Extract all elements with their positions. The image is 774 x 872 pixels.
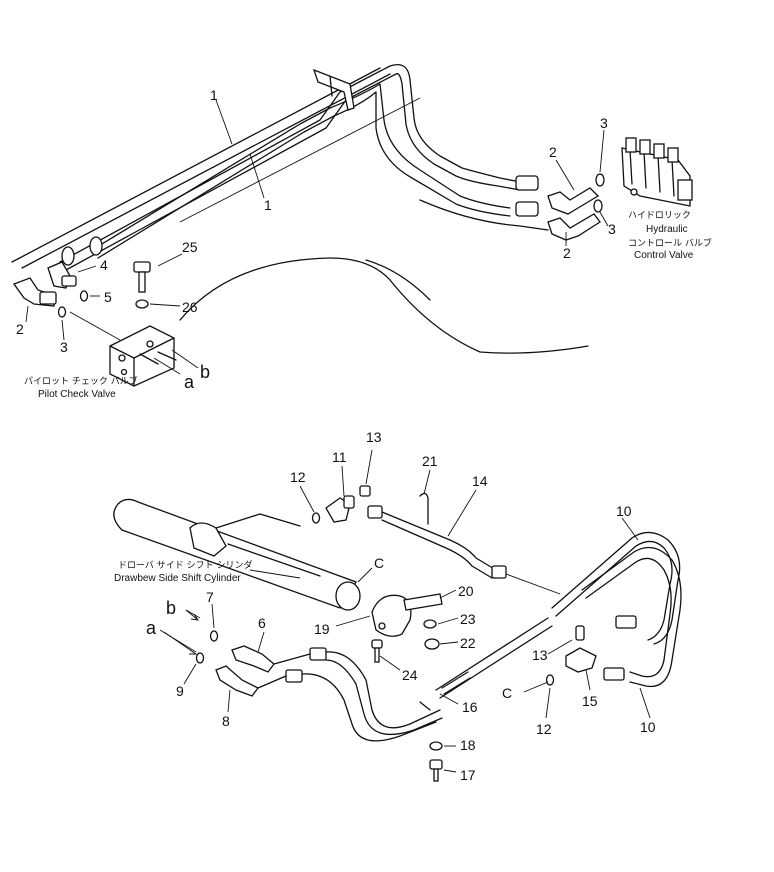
- callout-13-upper: 13: [366, 429, 382, 445]
- callout-13-lower: 13: [532, 647, 548, 663]
- callout-10-lower: 10: [640, 719, 656, 735]
- elbow-fitting-4: [47, 261, 77, 289]
- callout-2b: 2: [563, 245, 571, 261]
- callout-5: 5: [104, 289, 112, 305]
- elbow-fitting-11: [325, 495, 355, 523]
- callout-9: 9: [176, 683, 184, 699]
- callout-8: 8: [222, 713, 230, 729]
- callout-7: 7: [206, 589, 214, 605]
- label-pilot-check-valve-jp: パイロット チェック バルブ: [24, 375, 138, 387]
- label-control-valve-jp: コントロール バルブ: [628, 237, 712, 249]
- hose-end-fittings-right: [515, 175, 539, 217]
- o-ring-7: [209, 630, 219, 642]
- frame-outline-inner: [365, 259, 431, 301]
- callout-3b: 3: [608, 221, 616, 237]
- elbow-fitting-8: [215, 665, 259, 697]
- callout-20: 20: [458, 583, 474, 599]
- bolt-24: [371, 639, 383, 663]
- callout-6: 6: [258, 615, 266, 631]
- frame-outline-curve: [179, 257, 589, 354]
- callout-numbers: 1 1 2 3 3 2 4 5 2 3 25 26 a b 11 13 12 2…: [16, 87, 656, 783]
- callout-16: 16: [462, 699, 478, 715]
- callout-12-upper: 12: [290, 469, 306, 485]
- lower-hoses: [257, 647, 443, 742]
- o-ring-3-right: [593, 173, 605, 213]
- callout-1b: 1: [264, 197, 272, 213]
- pipe-clamp-bracket: [312, 68, 355, 111]
- washer-26: [135, 299, 181, 309]
- washer-23: [423, 619, 437, 629]
- label-hydraulic-en: Hydraulic: [646, 224, 688, 235]
- bolt-25: [133, 261, 151, 293]
- o-ring-3-left: [57, 306, 67, 318]
- tee-fitting-15: [565, 625, 597, 673]
- callout-26: 26: [182, 299, 198, 315]
- clamp-19-20: [371, 593, 443, 637]
- pipe-10: [551, 531, 682, 688]
- callout-25: 25: [182, 239, 198, 255]
- label-hydraulic-jp: ハイドロリック: [628, 210, 691, 221]
- elbow-fitting-6: [231, 645, 275, 673]
- callout-21: 21: [422, 453, 438, 469]
- callout-22: 22: [460, 635, 476, 651]
- callout-4: 4: [100, 257, 108, 273]
- callout-2c: 2: [16, 321, 24, 337]
- leaders-upper: [25, 99, 609, 375]
- component-labels: ハイドロリック Hydraulic コントロール バルブ Control Val…: [24, 210, 712, 584]
- callout-c-upper: C: [374, 555, 384, 571]
- label-drawbar-cylinder-jp: ドローバ サイド シフト シリンダ: [118, 559, 253, 571]
- callout-b-lower: b: [166, 598, 176, 618]
- upper-hydraulic-pipes: [59, 63, 549, 271]
- callout-18: 18: [460, 737, 476, 753]
- o-ring-9: [195, 652, 205, 664]
- washer-18: [429, 741, 443, 751]
- callout-1a: 1: [210, 87, 218, 103]
- clip-21: [419, 492, 429, 525]
- pipe-16: [419, 617, 553, 711]
- label-pilot-check-valve-en: Pilot Check Valve: [38, 389, 116, 400]
- elbow-fitting-2-upper: [547, 187, 601, 241]
- callout-a-upper: a: [184, 372, 195, 392]
- callout-15: 15: [582, 693, 598, 709]
- callout-11: 11: [332, 449, 347, 465]
- leaders-lower: [159, 449, 651, 773]
- bolt-17: [429, 759, 443, 782]
- elbow-fitting-2-left: [12, 277, 57, 307]
- callout-b-upper: b: [200, 362, 210, 382]
- o-ring-12-upper: [311, 512, 321, 524]
- leader-to-valve: [69, 311, 121, 341]
- callout-a-lower: a: [146, 618, 157, 638]
- pipe-14: [367, 505, 561, 595]
- label-control-valve-en: Control Valve: [634, 250, 694, 261]
- callout-c-lower: C: [502, 685, 512, 701]
- callout-14: 14: [472, 473, 488, 489]
- nut-22: [424, 638, 440, 650]
- plug-13-upper: [359, 485, 371, 497]
- flow-arrows: [163, 609, 199, 655]
- callout-19: 19: [314, 621, 330, 637]
- callout-23: 23: [460, 611, 476, 627]
- label-drawbar-cylinder-en: Drawbew Side Shift Cylinder: [114, 573, 241, 584]
- callout-3a: 3: [600, 115, 608, 131]
- o-ring-12-lower: [545, 674, 555, 686]
- hydraulic-control-valve: [621, 137, 693, 207]
- pilot-check-valve: [109, 325, 177, 387]
- callout-17: 17: [460, 767, 476, 783]
- callout-3c: 3: [60, 339, 68, 355]
- drawbar-side-shift-cylinder: [113, 498, 361, 611]
- o-ring-5: [79, 290, 100, 302]
- callout-24: 24: [402, 667, 418, 683]
- upper-frame-lines: [11, 67, 421, 269]
- callout-2a: 2: [549, 144, 557, 160]
- hose-end-fittings-left: [61, 236, 103, 266]
- callout-12-lower: 12: [536, 721, 552, 737]
- callout-10-upper: 10: [616, 503, 632, 519]
